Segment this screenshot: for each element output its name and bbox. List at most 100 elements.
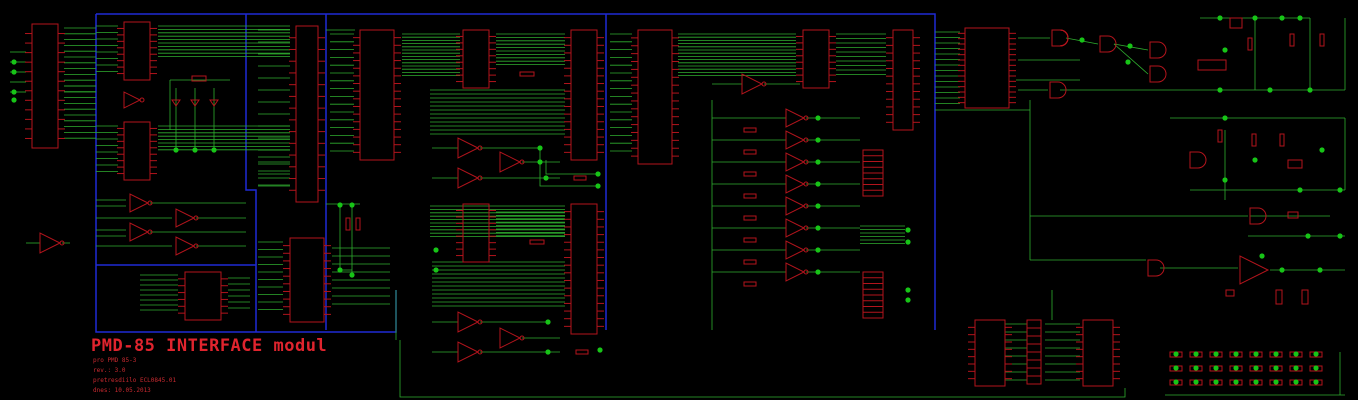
ic-chip xyxy=(1082,319,1114,387)
ic-chip xyxy=(892,29,914,131)
junction-dot xyxy=(815,181,821,187)
buffer-gate xyxy=(175,236,196,256)
diode xyxy=(171,99,181,107)
inverter-bubble xyxy=(803,247,809,253)
junction-dot xyxy=(1217,87,1223,93)
title-block-line-4: dnes: 10.05.2013 xyxy=(93,387,151,394)
integrated-circuits xyxy=(25,21,1120,387)
buffer-gate xyxy=(785,240,806,260)
buffer-gate xyxy=(785,130,806,150)
resistor xyxy=(1225,289,1235,297)
resistor xyxy=(743,281,757,287)
junction-dot xyxy=(815,137,821,143)
junction-dot xyxy=(597,347,603,353)
junction-dot xyxy=(1079,37,1085,43)
resistor xyxy=(1217,129,1223,143)
junction-dot xyxy=(349,202,355,208)
junction-dot xyxy=(1252,15,1258,21)
resistor xyxy=(743,127,757,133)
inverter-bubble xyxy=(59,240,65,246)
junction-dot xyxy=(1279,15,1285,21)
junction-dot xyxy=(1313,365,1319,371)
junction-dot xyxy=(349,272,355,278)
bus-frames xyxy=(95,13,936,333)
junction-dot xyxy=(11,59,17,65)
ic-chip xyxy=(974,319,1006,387)
inverter-bubble xyxy=(193,215,199,221)
inverter-bubble xyxy=(803,225,809,231)
junction-dot xyxy=(545,319,551,325)
resistor xyxy=(743,149,757,155)
resistor xyxy=(519,71,535,77)
junction-dot xyxy=(1313,379,1319,385)
title-block-heading: PMD-85 INTERFACE modul xyxy=(91,336,328,356)
junction-dot xyxy=(1305,233,1311,239)
junction-dot xyxy=(1293,351,1299,357)
inverter-bubble xyxy=(803,137,809,143)
junction-dot xyxy=(537,159,543,165)
junction-dot xyxy=(1173,365,1179,371)
junction-dot xyxy=(905,297,911,303)
buffer-gate xyxy=(499,327,522,349)
buffer-gate xyxy=(785,108,806,128)
resistor xyxy=(1275,289,1283,305)
junction-dot xyxy=(1213,365,1219,371)
junction-dot xyxy=(1293,365,1299,371)
junction-dot xyxy=(1125,59,1131,65)
ic-chip xyxy=(123,21,151,81)
ic-chip xyxy=(289,237,325,323)
junction-dot xyxy=(1273,365,1279,371)
logic-gates xyxy=(39,29,1270,363)
ic-chip xyxy=(637,29,673,165)
ic-chip xyxy=(462,29,490,89)
resistor xyxy=(1247,37,1253,51)
diode xyxy=(190,99,200,107)
resistor xyxy=(1287,159,1303,169)
junction-dot xyxy=(1233,379,1239,385)
buffer-gate xyxy=(785,196,806,216)
junction-dot xyxy=(1173,379,1179,385)
inverter-bubble xyxy=(147,229,153,235)
inverter-bubble xyxy=(803,181,809,187)
inverter-bubble xyxy=(803,269,809,275)
ic-chip xyxy=(31,23,59,149)
buffer-gate xyxy=(741,73,764,95)
junction-dot xyxy=(595,183,601,189)
and-gate xyxy=(1149,65,1167,83)
buffer-gate xyxy=(129,222,150,242)
junction-dot xyxy=(11,97,17,103)
junctions xyxy=(11,15,1343,385)
title-block-line-3: pretresdiilo ECL0845.01 xyxy=(93,377,177,384)
junction-dot xyxy=(1233,365,1239,371)
inverter-bubble xyxy=(519,159,525,165)
junction-dot xyxy=(537,145,543,151)
buffer-gate xyxy=(785,218,806,238)
junction-dot xyxy=(1253,351,1259,357)
junction-dot xyxy=(1313,351,1319,357)
junction-dot xyxy=(1317,267,1323,273)
ic-chip xyxy=(184,271,222,321)
junction-dot xyxy=(815,115,821,121)
resistor xyxy=(1287,211,1299,219)
junction-dot xyxy=(1213,351,1219,357)
junction-dot xyxy=(1173,351,1179,357)
junction-dot xyxy=(1259,253,1265,259)
wire xyxy=(399,340,1126,398)
inverter-bubble xyxy=(147,200,153,206)
junction-dot xyxy=(1279,267,1285,273)
junction-dot xyxy=(1193,379,1199,385)
junction-dot xyxy=(1267,87,1273,93)
inverter-bubble xyxy=(803,203,809,209)
ic-chip xyxy=(964,27,1010,109)
junction-dot xyxy=(545,349,551,355)
junction-dot xyxy=(815,247,821,253)
buffer-gate xyxy=(785,174,806,194)
junction-dot xyxy=(173,147,179,153)
resistor xyxy=(355,217,361,231)
wire xyxy=(545,160,600,175)
resistor xyxy=(1301,289,1309,305)
junction-dot xyxy=(1217,15,1223,21)
junction-dot xyxy=(1193,365,1199,371)
title-block-line-2: rev.: 3.0 xyxy=(93,367,126,374)
junction-dot xyxy=(543,175,549,181)
